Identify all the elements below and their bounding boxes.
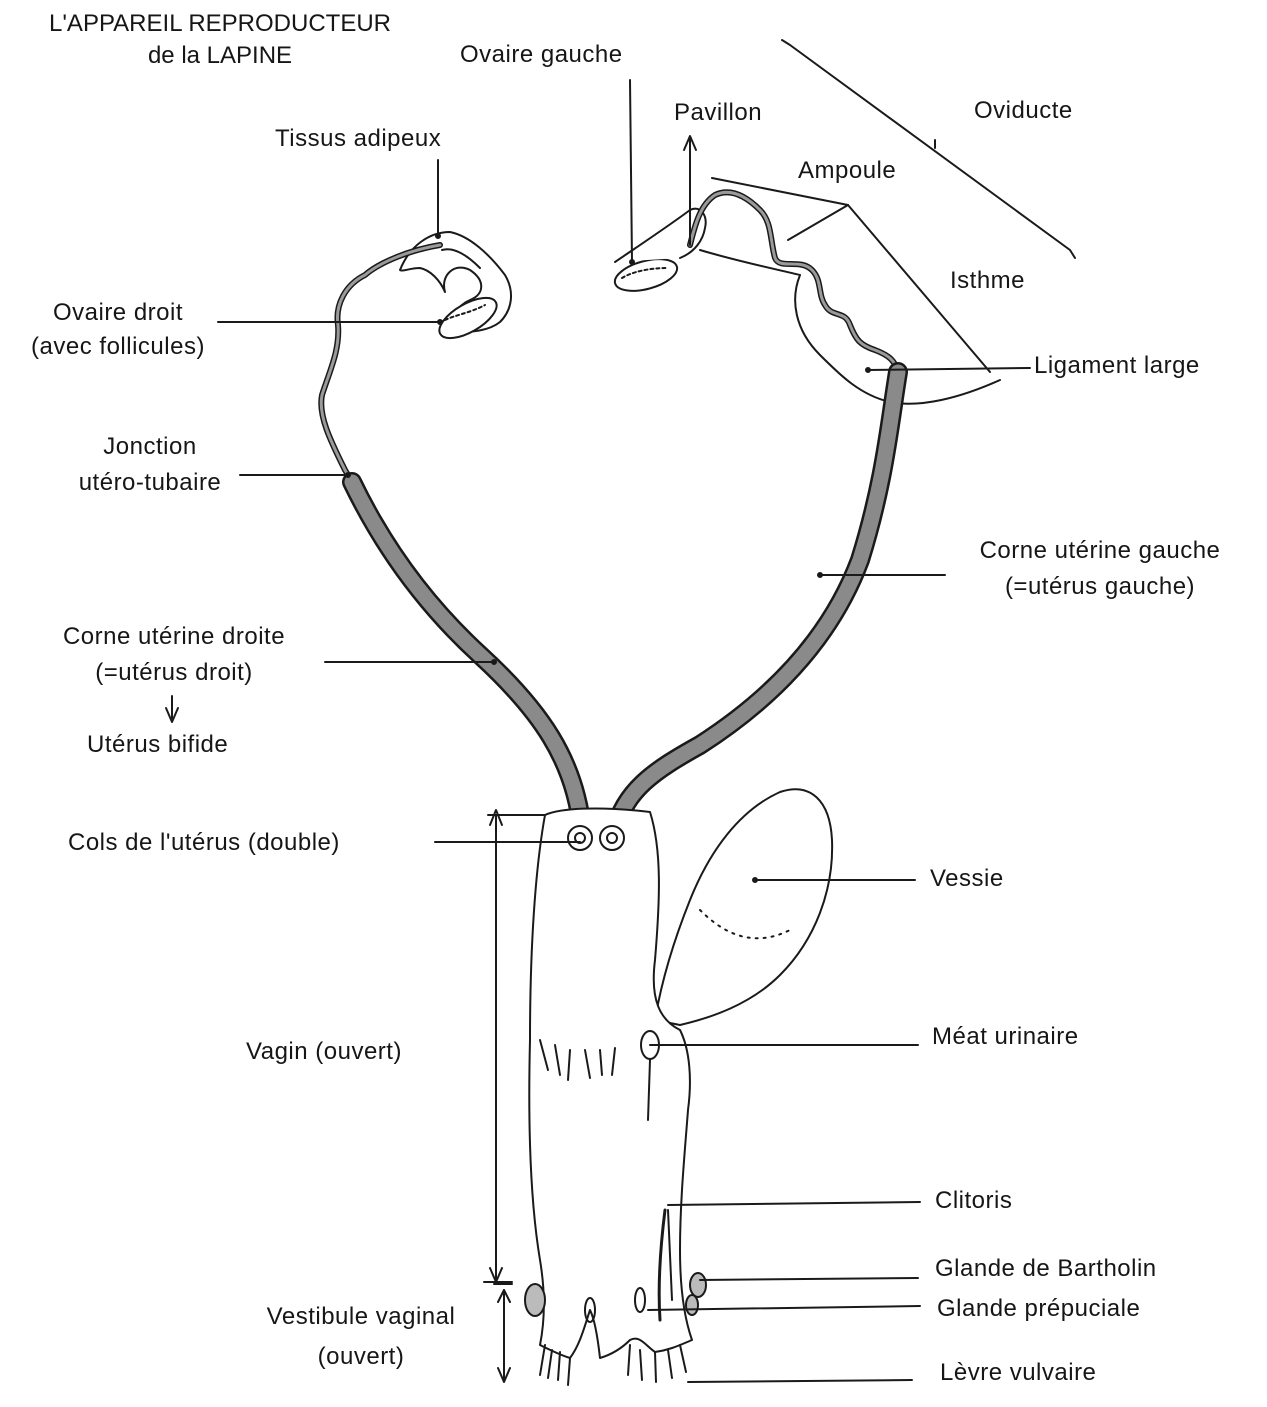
- label-corne-gauche-line1: Corne utérine gauche: [950, 536, 1250, 566]
- label-cols-uterus: Cols de l'utérus (double): [68, 828, 340, 858]
- label-jonction-line1: Jonction: [45, 432, 255, 462]
- label-meat-urinaire: Méat urinaire: [932, 1022, 1079, 1052]
- corne-uterine-gauche: [615, 372, 898, 830]
- label-vagin: Vagin (ouvert): [246, 1037, 402, 1067]
- label-jonction-line2: utéro-tubaire: [45, 468, 255, 498]
- label-clitoris: Clitoris: [935, 1186, 1012, 1216]
- diagram-title: L'APPAREIL REPRODUCTEUR de la LAPINE: [10, 10, 430, 70]
- glande-preputiale-shape: [686, 1295, 698, 1315]
- title-line-1: L'APPAREIL REPRODUCTEUR: [10, 10, 430, 38]
- label-corne-uterine-droite: Corne utérine droite (=utérus droit): [24, 622, 324, 688]
- vagin-shape: [529, 808, 692, 1358]
- label-corne-gauche-line2: (=utérus gauche): [950, 572, 1250, 602]
- col-gauche-shape: [568, 826, 592, 850]
- label-corne-uterine-gauche: Corne utérine gauche (=utérus gauche): [950, 536, 1250, 602]
- label-vessie: Vessie: [930, 864, 1004, 894]
- label-corne-droite-line2: (=utérus droit): [24, 658, 324, 688]
- label-ovaire-droit: Ovaire droit (avec follicules): [8, 298, 228, 362]
- oviducte-droit: [321, 245, 440, 482]
- label-glande-preputiale: Glande prépuciale: [937, 1294, 1140, 1324]
- label-ovaire-droit-line1: Ovaire droit: [8, 298, 228, 328]
- label-ovaire-droit-line2: (avec follicules): [8, 332, 228, 362]
- label-oviducte: Oviducte: [974, 96, 1073, 126]
- label-jonction-utero-tubaire: Jonction utéro-tubaire: [45, 432, 255, 498]
- vessie-shape: [655, 789, 832, 1025]
- label-glande-bartholin: Glande de Bartholin: [935, 1254, 1157, 1284]
- label-vestibule-line1: Vestibule vaginal: [236, 1302, 486, 1332]
- label-isthme: Isthme: [950, 266, 1025, 296]
- label-vestibule-vaginal: Vestibule vaginal (ouvert): [236, 1302, 486, 1372]
- label-vestibule-line2: (ouvert): [236, 1342, 486, 1372]
- label-ligament-large: Ligament large: [1034, 351, 1200, 381]
- title-line-2: de la LAPINE: [10, 42, 430, 70]
- label-tissus-adipeux: Tissus adipeux: [275, 124, 441, 154]
- label-corne-droite-line1: Corne utérine droite: [24, 622, 324, 652]
- col-droit-shape: [600, 826, 624, 850]
- label-pavillon: Pavillon: [674, 98, 762, 128]
- glande-bartholin-shape: [690, 1273, 706, 1297]
- label-ovaire-gauche: Ovaire gauche: [460, 40, 623, 70]
- oviducte-bracket: [782, 40, 1075, 258]
- label-uterus-bifide: Utérus bifide: [87, 730, 228, 760]
- label-levre-vulvaire: Lèvre vulvaire: [940, 1358, 1096, 1388]
- label-ampoule: Ampoule: [798, 156, 896, 186]
